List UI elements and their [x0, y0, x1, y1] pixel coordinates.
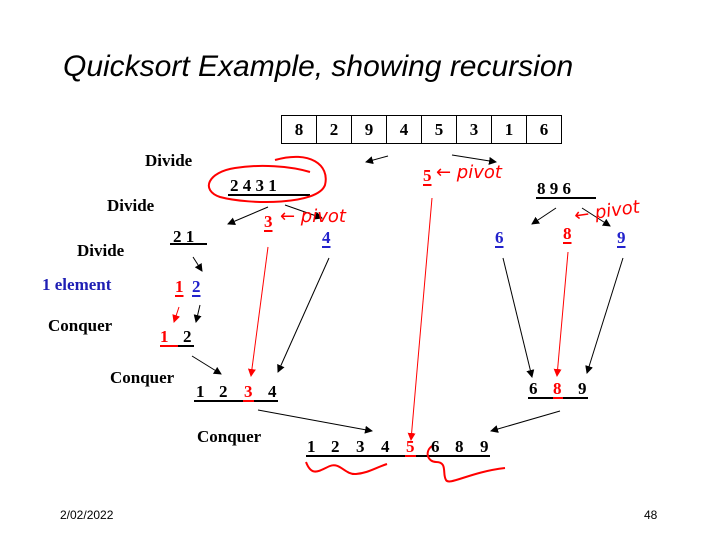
arrow: [451, 154, 497, 165]
pivot-annotation: ← pivot: [436, 162, 502, 183]
merged-left-2: 2: [219, 382, 228, 401]
left-single-4: 4: [322, 228, 331, 247]
footer-date: 2/02/2022: [60, 508, 114, 522]
handwritten-squiggle: [305, 461, 388, 476]
step-label-conquer: Conquer: [110, 368, 175, 387]
arrow: [531, 207, 557, 225]
merged-right-8: 8: [553, 379, 562, 398]
merged-right-6: 6: [529, 379, 538, 398]
conquer-1: 1: [160, 327, 169, 346]
merged-left-1: 1: [196, 382, 205, 401]
merged-left-3: 3: [244, 382, 253, 401]
step-label-conquer: Conquer: [197, 427, 262, 446]
left-partition: 2 4 3 1: [230, 176, 277, 195]
handwritten-squiggle: [426, 445, 506, 483]
step-label-one-element: 1 element: [42, 275, 112, 294]
final-item: 8: [455, 437, 464, 456]
arrow: [257, 409, 373, 434]
step-label-divide: Divide: [107, 196, 155, 215]
final-item: 4: [381, 437, 390, 456]
main-pivot: 5: [423, 166, 432, 185]
input-array: 8 2 9 4 5 3 1 6: [281, 115, 562, 144]
arrow: [277, 257, 330, 373]
page-number: 48: [644, 508, 658, 522]
step-label-divide: Divide: [145, 151, 193, 170]
left-pivot: 3: [264, 212, 273, 231]
arrow: [193, 304, 202, 323]
red-arrow: [553, 251, 569, 377]
final-item: 6: [431, 437, 440, 456]
arrow: [284, 204, 323, 220]
final-item: 9: [480, 437, 489, 456]
final-item: 2: [331, 437, 340, 456]
merged-right-9: 9: [578, 379, 587, 398]
arrow: [191, 355, 222, 375]
arrow: [227, 206, 269, 225]
right-partition: 8 9 6: [537, 179, 571, 198]
final-item: 3: [356, 437, 365, 456]
arrow: [502, 257, 535, 378]
red-arrow: [247, 246, 269, 377]
red-arrow: [407, 197, 433, 441]
arrow: [490, 410, 561, 433]
single-2: 2: [192, 277, 201, 296]
right-single-6: 6: [495, 228, 504, 247]
merged-left-4: 4: [268, 382, 277, 401]
slide-title: Quicksort Example, showing recursion: [63, 50, 574, 83]
array-cell: 6: [526, 115, 562, 144]
step-label-divide: Divide: [77, 241, 125, 260]
arrow: [192, 256, 203, 272]
arrow: [365, 155, 389, 165]
arrow: [585, 257, 624, 374]
conquer-2: 2: [183, 327, 192, 346]
arrow: [581, 207, 611, 227]
step-label-conquer: Conquer: [48, 316, 113, 335]
right-pivot: 8: [563, 224, 572, 243]
pivot-annotation: ← pivot: [280, 206, 346, 227]
final-item: 1: [307, 437, 316, 456]
left-sub-partition: 2 1: [173, 227, 195, 246]
handwritten-circle: [208, 155, 327, 203]
single-1: 1: [175, 277, 184, 296]
right-single-9: 9: [617, 228, 626, 247]
red-arrow: [172, 306, 181, 323]
final-item-pivot: 5: [406, 437, 415, 456]
